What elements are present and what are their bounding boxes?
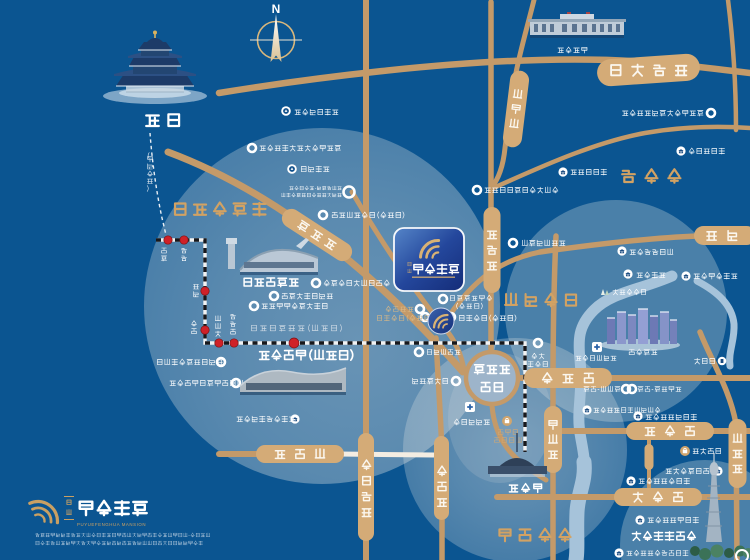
svg-text:N: N [272, 2, 281, 16]
svg-text:PUYUEFENGHUA MANSION: PUYUEFENGHUA MANSION [77, 522, 146, 527]
